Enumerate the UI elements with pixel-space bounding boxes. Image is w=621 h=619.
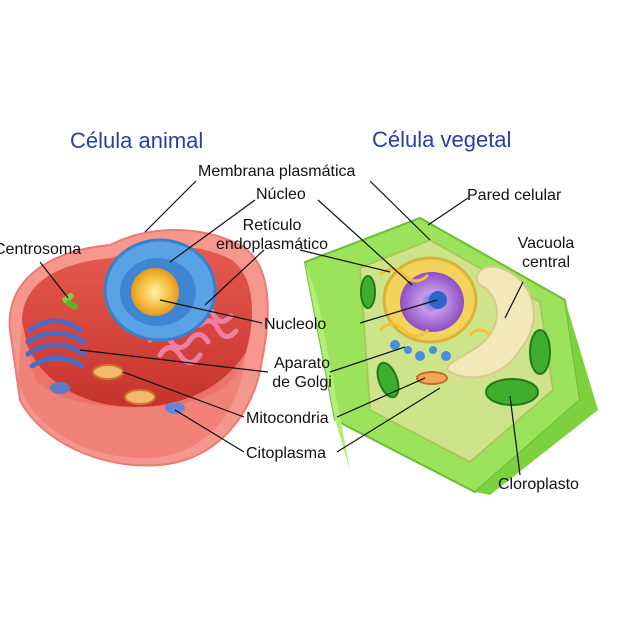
label-aparato-line-2: de Golgi — [272, 374, 332, 391]
label-pared-celular: Pared celular — [467, 187, 562, 204]
chloroplast-2 — [529, 329, 551, 375]
label-membrana-plasmatica: Membrana plasmática — [198, 163, 356, 180]
chloroplast-3 — [376, 361, 400, 399]
label-vacuola-central: Vacuola central — [506, 234, 586, 272]
animal-cut-wall — [18, 322, 246, 459]
label-mitocondria: Mitocondria — [246, 410, 329, 427]
label-reticulo-endoplasmatico: Retículo endoplasmático — [212, 216, 332, 254]
mitochondrion-2 — [124, 389, 156, 405]
plant-nucleolus — [429, 291, 447, 309]
plant-cell-title: Célula vegetal — [372, 127, 512, 152]
plant-mitochondrion — [416, 371, 448, 385]
animal-cell-title: Célula animal — [70, 128, 204, 153]
label-centrosoma: Centrosoma — [0, 241, 82, 258]
mitochondrion-3 — [50, 382, 70, 394]
label-nucleolo: Nucleolo — [264, 316, 327, 333]
plant-er — [378, 267, 492, 338]
label-aparato-line-1: Aparato — [273, 355, 331, 372]
label-vacuola-line-2: central — [521, 254, 571, 271]
label-vacuola-line-1: Vacuola — [517, 235, 575, 252]
plant-cell-illustration — [303, 216, 598, 495]
label-reticulo-line-2: endoplasmático — [215, 236, 329, 253]
chloroplast-4 — [360, 275, 376, 309]
plant-wall-left-face — [305, 262, 350, 470]
label-citoplasma: Citoplasma — [246, 445, 327, 462]
label-reticulo-line-1: Retículo — [242, 217, 302, 234]
plant-golgi — [390, 340, 451, 361]
mitochondrion-1 — [92, 364, 124, 380]
animal-cell-illustration — [8, 229, 269, 467]
label-aparato-de-golgi: Aparato de Golgi — [262, 354, 342, 392]
label-nucleo: Núcleo — [256, 186, 306, 203]
animal-nucleolus — [131, 268, 179, 316]
vesicle-1 — [165, 402, 185, 414]
plant-vacuole — [446, 265, 535, 379]
label-cloroplasto: Cloroplasto — [498, 476, 579, 493]
plant-wall-right-face — [475, 300, 598, 495]
leader-lines — [39, 180, 524, 476]
animal-golgi — [25, 318, 87, 369]
chloroplast-1 — [485, 378, 539, 406]
